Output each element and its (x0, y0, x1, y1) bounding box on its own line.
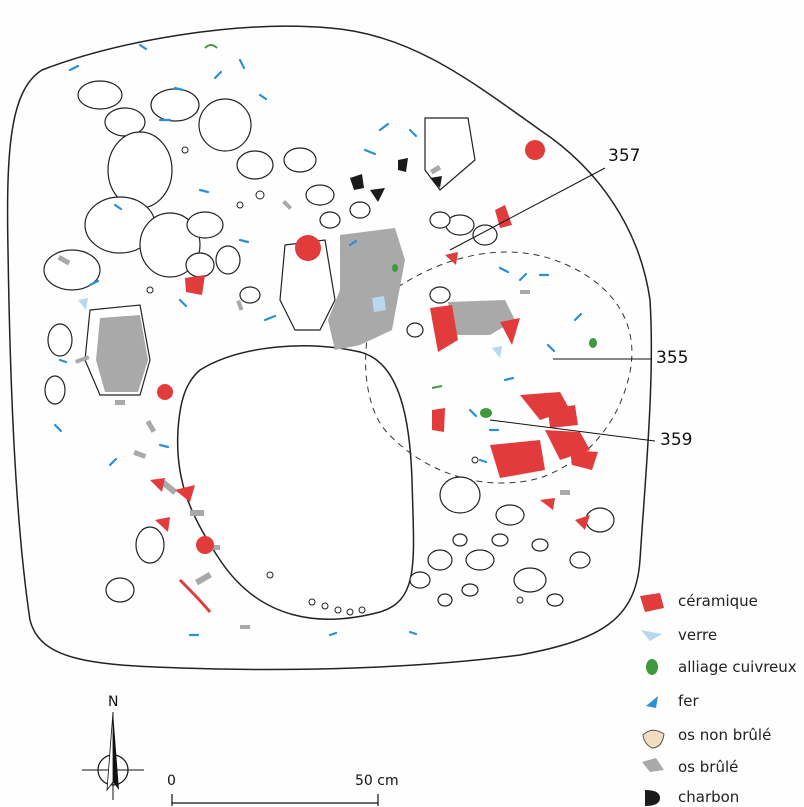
os-non-brule-icon (642, 729, 665, 749)
verre-fragments (78, 296, 502, 358)
ceramique-fragments (150, 140, 598, 613)
legend-label: fer (678, 692, 699, 710)
os-brule-icon (642, 758, 664, 772)
pebbles (146, 146, 524, 616)
ceramique-icon (640, 593, 664, 612)
legend-label: charbon (678, 788, 740, 806)
pit-outline (6, 25, 653, 671)
north-label: N (108, 694, 119, 710)
scale-end-label: 50 cm (355, 773, 399, 789)
callout-357: 357 (608, 146, 641, 166)
scale-bar (171, 794, 379, 806)
fer-icon (646, 696, 658, 708)
callout-lines (449, 167, 656, 442)
charbon-icon (645, 790, 660, 806)
alliage-cuivreux-fragments (204, 44, 597, 418)
dashed-zone (365, 251, 633, 484)
verre-icon (641, 630, 662, 641)
legend-label: os brûlé (678, 758, 739, 776)
legend-icons (640, 593, 665, 806)
legend-label: céramique (678, 592, 758, 610)
central-stone (176, 345, 415, 620)
charbon-fragments (350, 158, 442, 202)
legend-label: os non brûlé (678, 726, 772, 744)
callout-359: 359 (660, 430, 693, 450)
os-brule-fragments (57, 164, 570, 629)
north-arrow-icon (82, 711, 144, 800)
alliage-cuivreux-icon (646, 659, 658, 675)
scale-start-label: 0 (167, 773, 176, 789)
fer-fragments (53, 43, 583, 637)
callout-355: 355 (656, 348, 689, 368)
legend-label: verre (678, 626, 718, 644)
legend-label: alliage cuivreux (678, 658, 797, 676)
